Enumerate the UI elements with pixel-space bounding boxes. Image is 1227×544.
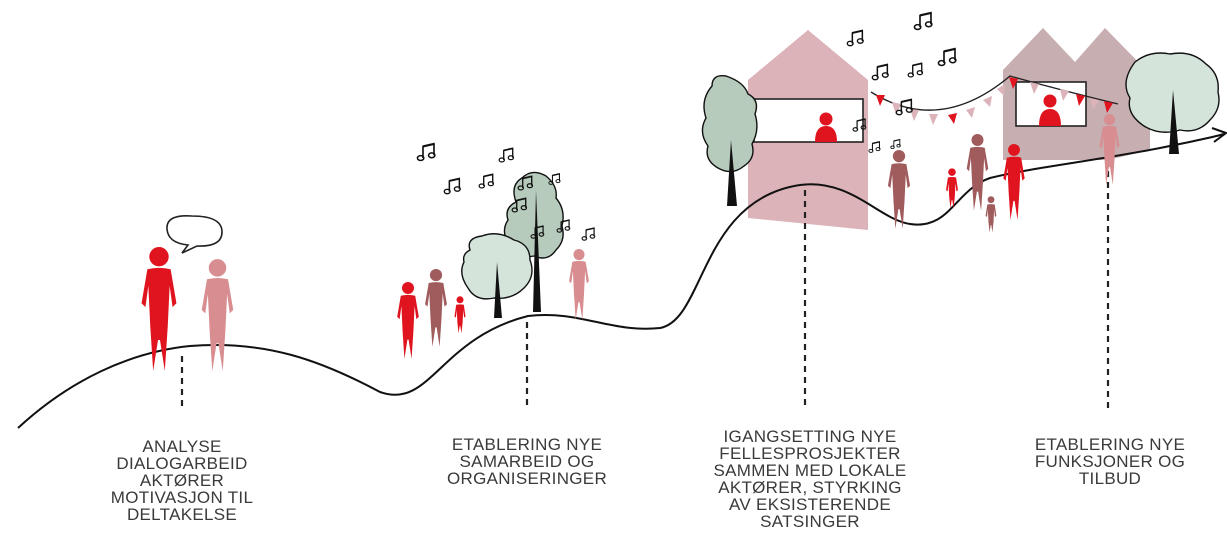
bunting-flag-icon [929,114,938,125]
stage-label-line: IGANGSETTING NYE [723,427,897,446]
stage-label-line: FELLESPROSJEKTER [719,444,901,463]
stage-label-line: ANALYSE [142,437,222,456]
stage-label-line: FUNKSJONER OG [1034,452,1186,471]
music-note-icon [581,226,596,241]
music-note-icon [913,10,933,31]
bunting-flag-icon [1090,98,1099,110]
bunting-flag-icon [892,102,901,115]
music-note-icon [907,61,924,78]
bunting-flag-icon [997,84,1005,96]
music-note-icon [416,141,436,162]
stage-label-line: SATSINGER [760,512,860,531]
window [753,98,864,143]
bunting-flag-icon [1009,77,1018,89]
person-icon [201,259,234,372]
terrain-line [17,133,1225,429]
person-icon [141,247,177,372]
stage-label-projects: IGANGSETTING NYE FELLESPROSJEKTER SAMMEN… [690,428,930,530]
music-note-icon [498,146,515,163]
stage-label-line: AKTØRER, STYRKING [718,478,902,497]
music-note-icon [871,62,889,81]
houses [748,28,1150,230]
bunting-flag-icon [948,113,957,124]
music-note-icon [890,138,901,150]
stage-label-line: SAMARBEID OG [459,452,595,471]
person-icon [815,94,1061,142]
stage-label-line: SAMMEN MED LOKALE [713,461,907,480]
music-note-icon [937,46,957,67]
stage-label-functions: ETABLERING NYE FUNKSJONER OG TILBUD [1000,436,1220,487]
stage-label-line: DELTAKELSE [126,505,238,524]
stage-label-line: ETABLERING NYE [451,435,603,454]
tree-icon [503,171,564,312]
stage-label-line: TILBUD [1078,469,1142,488]
arrow-icon [1211,127,1227,143]
music-note-icon [478,172,495,189]
stage-label-line: AKTØRER [139,471,225,490]
bunting-flag-icon [910,109,919,121]
music-note-icon [846,28,864,47]
bunting-flag-icon [1076,94,1085,106]
stage-label-line: AV EKSISTERENDE [729,495,891,514]
stage-label-line: ETABLERING NYE [1034,435,1186,454]
bunting-flag-icon [1060,89,1069,101]
music-notes [416,10,957,241]
bunting-flag-icon [966,107,975,118]
stage-label-analysis: ANALYSE DIALOGARBEID AKTØRER MOTIVASJON … [82,438,282,523]
person-icon [425,269,447,347]
person-icon [966,134,989,211]
stage-markers [180,160,1110,410]
people [141,114,1120,372]
bunting-flag-icon [983,96,992,107]
person-icon [397,282,419,359]
stage-label-line: MOTIVASJON TIL [110,488,254,507]
tree-icon [461,233,533,318]
person-icon [454,296,466,334]
tree-icon [1125,52,1220,154]
stage-label-cooperation: ETABLERING NYE SAMARBEID OG ORGANISERING… [412,436,642,487]
speech-bubble-icon [166,214,223,254]
music-note-icon [443,176,461,195]
stage-label-line: ORGANISERINGER [446,469,608,488]
music-note-icon [868,140,881,153]
bunting-flag-icon [1030,82,1039,94]
person-icon [569,249,589,320]
trees [461,52,1220,318]
person-icon [985,196,997,233]
bunting-flag-icon [876,95,885,106]
bunting-flag-icon [1104,101,1113,113]
stage-label-line: DIALOGARBEID [116,454,248,473]
tree-icon [701,75,758,206]
